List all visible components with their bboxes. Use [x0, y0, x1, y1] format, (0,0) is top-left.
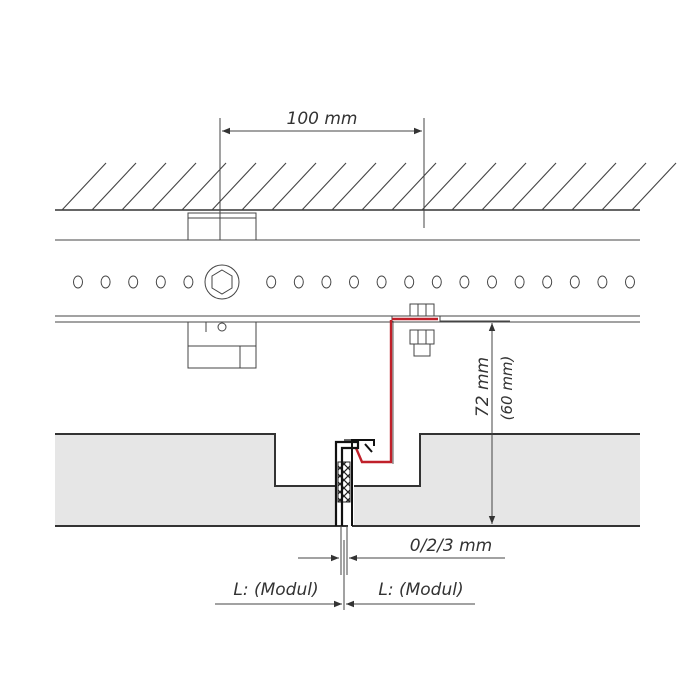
- top-clamp: [187, 212, 257, 241]
- rail-hole: [376, 275, 387, 289]
- hatch-line: [481, 162, 527, 211]
- label-module-left: L: (Modul): [233, 580, 318, 600]
- hatch-line: [121, 162, 167, 211]
- hatch-line: [91, 162, 137, 211]
- hatch-line: [421, 162, 467, 211]
- rail-hole: [128, 275, 139, 289]
- rail-hole: [569, 275, 580, 289]
- rail-hole: [100, 275, 111, 289]
- hatch-line: [181, 162, 227, 211]
- rail-hole: [487, 275, 497, 289]
- joint-profile: [334, 439, 375, 526]
- dimension-hole-spacing: 100 mm: [219, 109, 425, 240]
- ceiling-hatching: [55, 162, 677, 211]
- red-clip-hanger: [354, 317, 438, 464]
- hatch-line: [331, 162, 377, 211]
- label-module-right: L: (Modul): [378, 580, 463, 600]
- hatch-line: [361, 162, 407, 211]
- rail-hole: [459, 275, 470, 289]
- hatch-line: [391, 162, 437, 211]
- hatch-line: [601, 162, 647, 211]
- rail-hole: [625, 275, 635, 289]
- rail-hole: [514, 275, 525, 289]
- rail-hole: [349, 275, 359, 289]
- rail-hole: [293, 275, 304, 289]
- rail-hole: [404, 275, 415, 289]
- label-suspension-height: 72 mm: [473, 357, 493, 417]
- bottom-bracket: [187, 321, 257, 369]
- hatch-line: [61, 162, 107, 211]
- hatch-line: [571, 162, 617, 211]
- rail-hole: [266, 275, 277, 289]
- rail-hole: [431, 275, 442, 289]
- label-suspension-height-alt: (60 mm): [498, 356, 516, 421]
- hatch-line: [451, 162, 497, 211]
- hatch-line: [541, 162, 587, 211]
- ceiling-panel-left: [55, 433, 348, 527]
- dimension-suspension-height: 72 mm (60 mm): [440, 320, 516, 524]
- label-hole-spacing: 100 mm: [287, 109, 358, 129]
- rail-hole: [183, 275, 194, 289]
- rail-hole: [542, 275, 553, 289]
- rail-hole: [155, 275, 166, 289]
- hatch-line: [271, 162, 317, 211]
- rail-hole: [321, 275, 332, 289]
- hex-bolt-icon: [204, 264, 240, 300]
- dimension-joint-gap: 0/2/3 mm: [298, 526, 505, 575]
- label-joint-gap: 0/2/3 mm: [410, 536, 492, 556]
- hatch-line: [211, 162, 257, 211]
- hatch-line: [631, 162, 677, 211]
- hatch-line: [301, 162, 347, 211]
- rail-hole: [73, 275, 83, 289]
- hanger-nut: [391, 303, 441, 357]
- hatch-line: [151, 162, 197, 211]
- ceiling-panel-right: [352, 433, 640, 527]
- hatch-line: [241, 162, 287, 211]
- rail-hole: [597, 275, 608, 289]
- hatch-line: [511, 162, 557, 211]
- perforated-rail: [55, 239, 640, 323]
- dimension-modules: L: (Modul) L: (Modul): [215, 540, 475, 610]
- rail-holes: [73, 275, 635, 289]
